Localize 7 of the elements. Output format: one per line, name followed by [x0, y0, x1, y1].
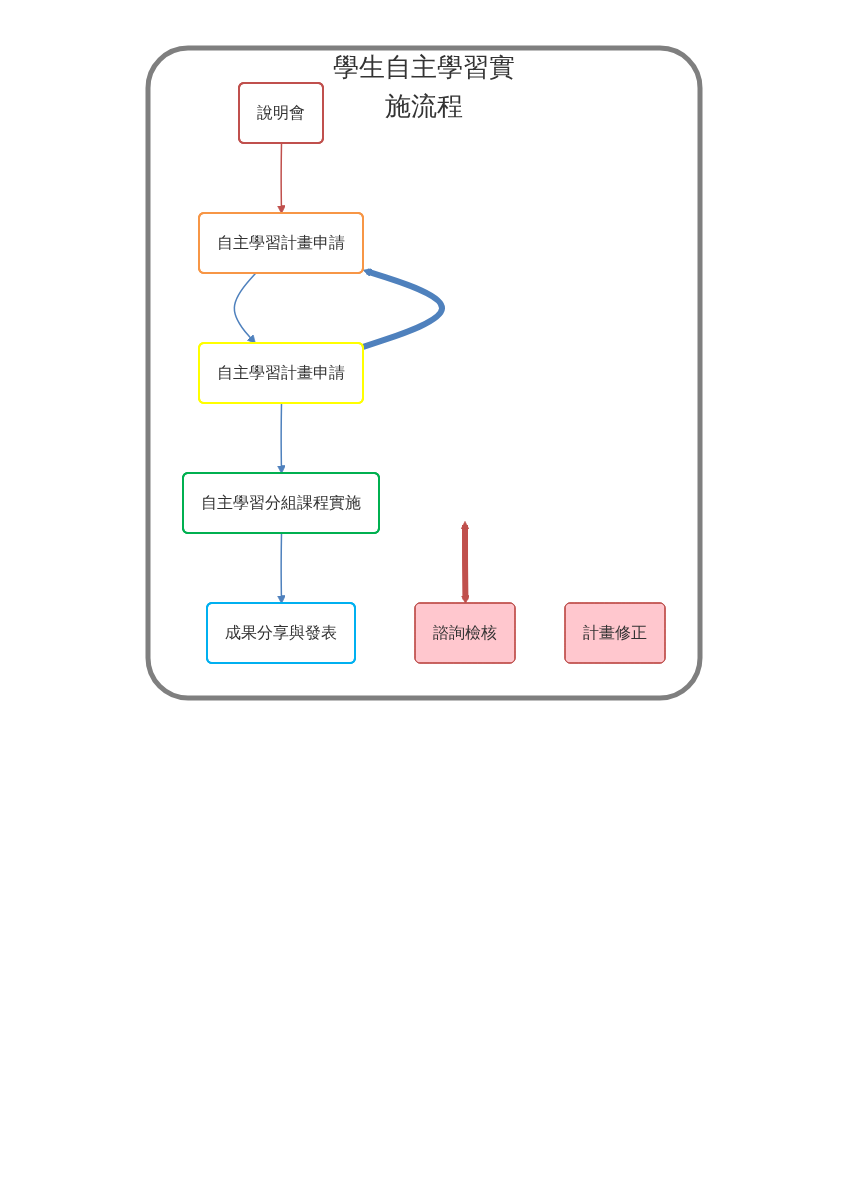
arrow [277, 402, 286, 474]
arrow [460, 521, 470, 604]
node-text: 自主學習分組課程實施 [201, 493, 361, 512]
arrow [362, 268, 446, 350]
arrow [233, 272, 257, 344]
arrow [277, 142, 286, 214]
arrow [277, 532, 286, 604]
